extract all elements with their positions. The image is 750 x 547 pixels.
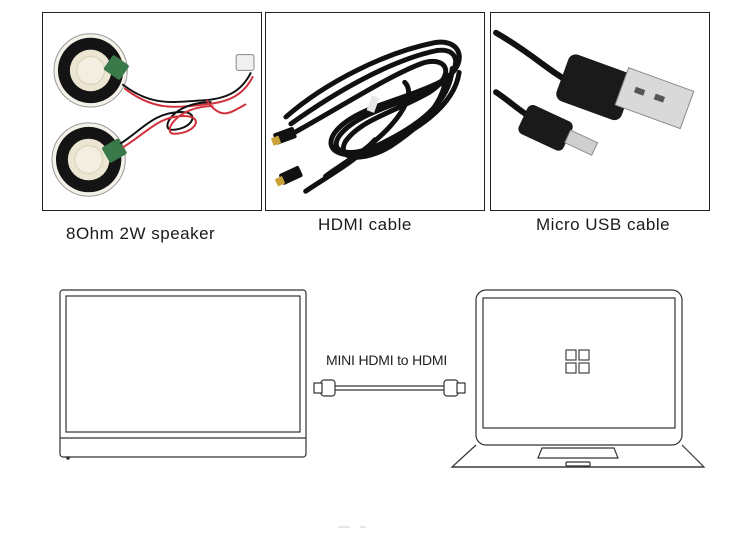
speaker-connector — [235, 54, 255, 71]
cable-tie — [366, 95, 380, 113]
hdmi-plug — [443, 379, 459, 397]
speaker-wires — [119, 71, 254, 149]
hdmi-cable-photo — [265, 12, 485, 211]
windows-logo-icon — [565, 349, 590, 374]
hdmi-cable-image — [270, 39, 462, 194]
mini-hdmi-cable — [313, 379, 466, 397]
hdmi-caption: HDMI cable — [318, 215, 412, 234]
micro-usb-cable-image — [493, 29, 695, 156]
mini-hdmi-plug — [320, 379, 336, 397]
hdmi-connectors — [270, 127, 303, 187]
speaker-caption: 8Ohm 2W speaker — [66, 224, 216, 243]
micro-usb-caption: Micro USB cable — [536, 215, 671, 234]
speaker-bottom — [51, 122, 127, 197]
hdmi-cable-coil — [283, 39, 462, 194]
connection-diagram — [59, 289, 706, 528]
laptop — [450, 289, 706, 468]
cable-label: MINI HDMI to HDMI — [326, 352, 448, 368]
micro-usb-plug — [518, 104, 599, 156]
speaker-pair-image — [51, 33, 255, 197]
usb-cable-wire — [493, 29, 574, 120]
portable-monitor — [59, 289, 307, 460]
speaker-photo — [42, 12, 262, 211]
speaker-top — [53, 33, 129, 108]
usb-a-plug — [556, 54, 695, 130]
micro-usb-cable-photo — [490, 12, 710, 211]
